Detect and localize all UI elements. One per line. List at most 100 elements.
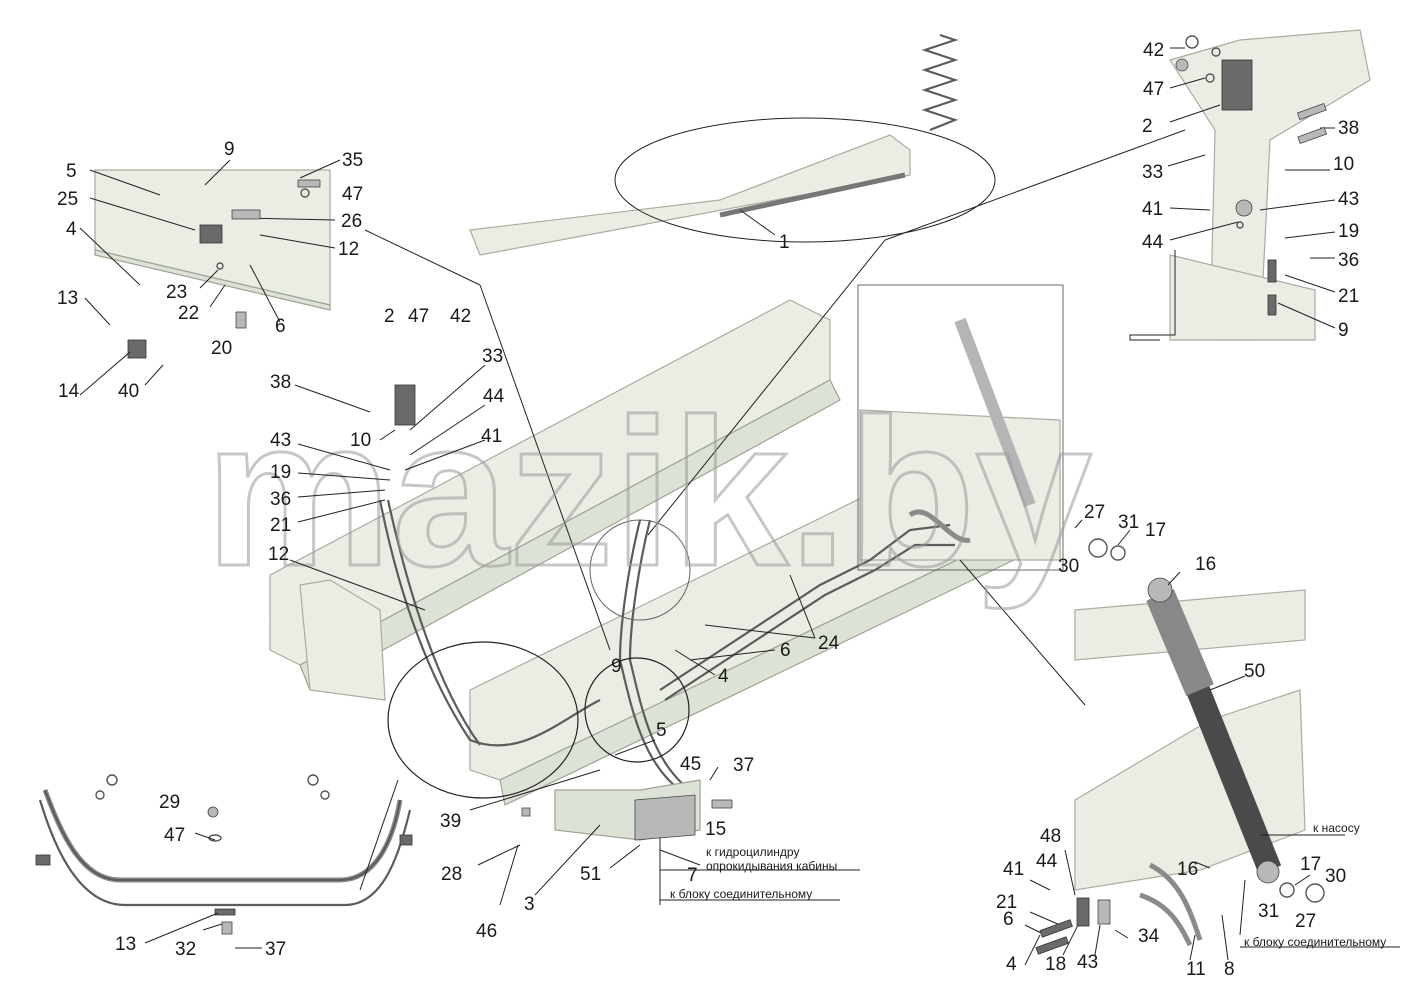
callout-bl-47: 47: [164, 825, 185, 846]
valve-bracket: [127, 59, 1253, 841]
callout-br-18: 18: [1045, 954, 1066, 975]
callout-bl-13: 13: [115, 934, 136, 955]
callout-c-9: 9: [611, 656, 622, 677]
callout-tl-6: 6: [275, 316, 286, 337]
callout-m-43: 43: [270, 430, 291, 451]
callout-m-36: 36: [270, 489, 291, 510]
callout-c-5: 5: [656, 720, 667, 741]
spring-rod: [614, 33, 996, 243]
callout-tr-10: 10: [1333, 154, 1354, 175]
callout-br-27: 27: [1295, 911, 1316, 932]
callout-b-28: 28: [441, 864, 462, 885]
callout-tl-40: 40: [118, 381, 139, 402]
note-to-cylinder-1: к гидроцилиндру: [706, 845, 799, 859]
callout-tr-41: 41: [1142, 199, 1163, 220]
inset-bottom-left-hose: [35, 774, 413, 935]
callout-tl-26: 26: [341, 211, 362, 232]
callout-bl-32: 32: [175, 939, 196, 960]
callout-br-30: 30: [1325, 866, 1346, 887]
callout-br-44: 44: [1036, 851, 1058, 872]
callout-br-43: 43: [1077, 952, 1098, 973]
callout-tr-43: 43: [1338, 189, 1359, 210]
callout-c-50: 50: [1244, 661, 1265, 682]
callout-b-37: 37: [733, 755, 754, 776]
callout-m-42: 42: [450, 306, 471, 327]
callout-m-2: 2: [384, 306, 395, 327]
hardware: [216, 35, 1328, 955]
hydraulic-cylinder: [857, 284, 1282, 884]
callout-b-15: 15: [705, 819, 726, 840]
callout-tl-13: 13: [57, 288, 78, 309]
callout-m-19: 19: [270, 462, 291, 483]
callout-tr-38: 38: [1338, 118, 1359, 139]
callout-tr-21: 21: [1338, 286, 1359, 307]
note-to-block-center: к блоку соединительному: [670, 887, 812, 901]
callout-br-31: 31: [1258, 901, 1279, 922]
callout-tl-20: 20: [211, 338, 232, 359]
callout-tl-14: 14: [58, 381, 80, 402]
callout-tl-4: 4: [66, 219, 77, 240]
callout-tr-42: 42: [1143, 40, 1164, 61]
callout-tr-47: 47: [1143, 79, 1164, 100]
callout-1: 1: [779, 232, 790, 253]
callout-tr-44: 44: [1142, 232, 1164, 253]
note-to-cylinder-2: опрокидывания кабины: [706, 859, 837, 873]
callout-tl-12: 12: [338, 239, 359, 260]
callout-br-21: 21: [996, 892, 1017, 913]
callout-m-41: 41: [481, 426, 502, 447]
note-to-block-right: к блоку соединительному: [1244, 935, 1386, 949]
callout-m-10: 10: [350, 430, 371, 451]
callout-b-46: 46: [476, 921, 497, 942]
callout-bl-37: 37: [265, 939, 286, 960]
callout-tl-22: 22: [178, 303, 199, 324]
callout-br-17: 17: [1300, 854, 1321, 875]
callout-tl-23: 23: [166, 282, 187, 303]
callout-c-16: 16: [1195, 554, 1216, 575]
callout-b-39: 39: [440, 811, 461, 832]
callout-c-6: 6: [780, 640, 791, 661]
callout-br-4: 4: [1006, 954, 1017, 975]
callout-labels: 1 42 47 2 38 33 10 41 43 44 19 36 21 9 9…: [57, 40, 1359, 980]
callout-b-3: 3: [524, 894, 535, 915]
callout-br-16: 16: [1177, 859, 1198, 880]
callout-c-4: 4: [718, 666, 729, 687]
callout-tl-25: 25: [57, 189, 78, 210]
callout-m-47: 47: [408, 306, 429, 327]
callout-br-34: 34: [1138, 926, 1160, 947]
inset-connectors: [359, 129, 1186, 891]
callout-tr-9: 9: [1338, 320, 1349, 341]
text-notes: к гидроцилиндру опрокидывания кабины к б…: [670, 821, 1386, 949]
callout-m-44: 44: [483, 386, 505, 407]
callout-b-7: 7: [687, 865, 698, 886]
callout-m-33: 33: [482, 346, 503, 367]
callout-bl-29: 29: [159, 792, 180, 813]
callout-br-41: 41: [1003, 859, 1024, 880]
callout-m-38: 38: [270, 372, 291, 393]
callout-tr-19: 19: [1338, 221, 1359, 242]
chassis-frame: [269, 134, 1061, 806]
watermark: mazik.by: [205, 375, 1092, 610]
callout-c-30: 30: [1058, 556, 1079, 577]
callout-br-6: 6: [1003, 909, 1014, 930]
callout-br-11: 11: [1186, 959, 1206, 980]
callout-br-8: 8: [1224, 959, 1235, 980]
callout-tr-36: 36: [1338, 250, 1359, 271]
callout-c-24: 24: [818, 633, 840, 654]
callout-tl-47: 47: [342, 184, 363, 205]
callout-b-51: 51: [580, 864, 601, 885]
main-hoses: [378, 499, 1203, 947]
leader-lines: [79, 47, 1400, 966]
callout-tl-35: 35: [342, 150, 363, 171]
callout-br-48: 48: [1040, 826, 1061, 847]
callout-m-21: 21: [270, 515, 291, 536]
callout-b-45: 45: [680, 754, 701, 775]
callout-tl-9: 9: [224, 139, 235, 160]
callout-c-17: 17: [1145, 520, 1166, 541]
callout-tr-33: 33: [1142, 162, 1163, 183]
callout-m-12: 12: [268, 544, 289, 565]
callout-tr-2: 2: [1142, 116, 1153, 137]
note-to-pump: к насосу: [1313, 821, 1360, 835]
detail-circles: [387, 519, 691, 799]
